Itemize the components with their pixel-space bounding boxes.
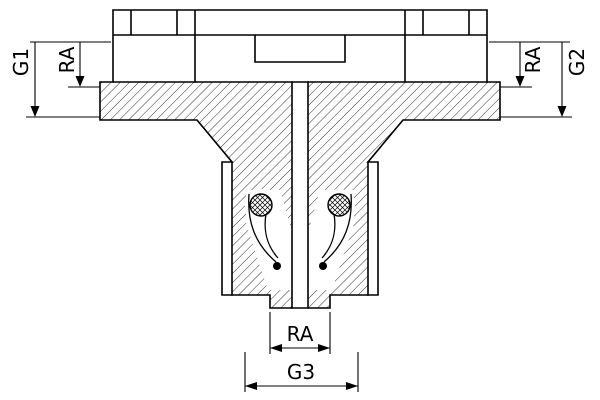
g1-label: G1 [9,48,33,76]
bore-and-facet-lines [231,81,369,309]
dim-g2-arrow [557,106,567,117]
dim-ra-right: RA [489,41,570,88]
center-bore [292,82,308,308]
dim-ra-left-arrow [75,76,85,87]
seal-retainer-right [319,193,352,270]
section-outline [99,81,501,309]
o-ring-left [249,193,273,217]
dim-g2: G2 [500,42,589,118]
facet-strip-left [222,162,232,295]
dim-ra-bottom-arrow-right [318,344,330,352]
ra-right-label: RA [521,46,545,73]
seal-dot-right [319,262,327,270]
facet-strip-right [368,162,378,295]
ra-bottom-label: RA [287,322,314,346]
retainer-curve-inner-left [264,213,279,259]
dim-ra-right-arrow [515,76,525,87]
o-ring-seal-right [327,193,351,217]
upper-body-outline [112,9,488,83]
seal-dot-left [273,262,281,270]
dim-g1-arrow [30,106,40,117]
o-ring-seal-left [249,193,273,217]
dim-ra-bottom: RA [269,312,331,354]
g3-label: G3 [287,360,315,384]
seal-retainer-left [248,193,281,270]
g2-label: G2 [565,48,589,76]
retainer-curve-outer-right [323,193,352,263]
dim-ra-left: RA [55,42,100,88]
section-profile [99,81,501,309]
dim-ra-bottom-arrow-left [270,344,282,352]
dim-g1: G1 [9,41,111,118]
ra-left-label: RA [55,46,79,73]
o-ring-right [327,193,351,217]
dim-g3-arrow-left [245,382,257,390]
dim-g3-arrow-right [346,382,358,390]
retainer-curve-outer-left [248,193,277,263]
dim-g3: G3 [244,352,359,392]
upper-body-lines [112,9,488,83]
retainer-curve-inner-right [321,213,336,259]
